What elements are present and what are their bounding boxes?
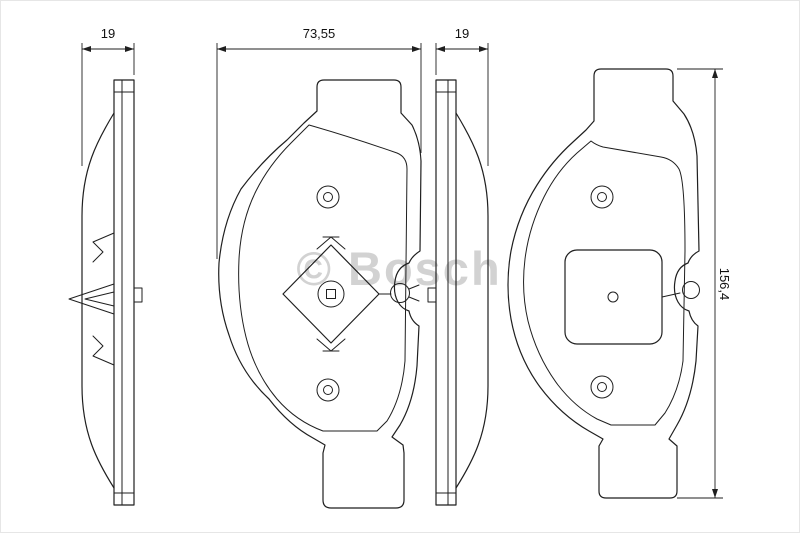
arrowhead-left: [217, 46, 226, 52]
dimension-label-pad-height: 156,4: [717, 268, 732, 301]
piston-contact-plate: [282, 244, 380, 344]
dimension-label-pad-width: 73,55: [303, 26, 336, 41]
center-bore: [317, 280, 345, 308]
guide-hole-top-inner: [323, 192, 333, 202]
dimension-label-left-thickness: 19: [101, 26, 115, 41]
backplate-contour: [218, 79, 422, 509]
dimension-pad-width: 73,55: [216, 26, 422, 259]
extension-lines: [216, 43, 422, 259]
pad-side-view-right: [427, 79, 489, 506]
friction-contour: [238, 124, 408, 432]
backing-plate-outline: [113, 79, 135, 506]
wear-sensor-boss: [133, 287, 143, 303]
bosch-watermark: © Bosch: [296, 242, 501, 295]
retaining-spring-lower: [92, 335, 115, 366]
arrowhead-right: [479, 46, 488, 52]
guide-hole-bottom: [316, 378, 340, 402]
pad-front-view-right: [507, 68, 700, 499]
arrowhead-top: [712, 69, 718, 78]
wear-indicator-hook: [378, 283, 420, 303]
retaining-spring-upper: [92, 232, 115, 263]
damping-shim-plate: [564, 249, 663, 345]
wear-indicator-hook: [661, 281, 700, 299]
guide-hole-bottom: [590, 375, 614, 399]
retaining-spring-wedge-inner: [84, 291, 115, 307]
arrowhead-bottom: [712, 489, 718, 498]
extension-lines: [81, 43, 135, 166]
dimension-label-right-thickness: 19: [455, 26, 469, 41]
arrowhead-left: [436, 46, 445, 52]
friction-material-profile: [455, 112, 489, 489]
wear-indicator-arms: [378, 284, 420, 302]
rivet-hole: [607, 291, 619, 303]
backplate-contour: [507, 68, 700, 499]
center-square-hole: [326, 289, 336, 299]
wear-indicator-eye: [682, 281, 700, 299]
dimension-pad-height: 156,4: [677, 68, 732, 499]
dimension-left-thickness: 19: [81, 26, 135, 166]
extension-lines: [435, 43, 489, 166]
spring-clip-top: [316, 236, 346, 250]
retaining-spring-wedge: [68, 283, 115, 315]
arrowhead-left: [82, 46, 91, 52]
friction-contour: [523, 140, 686, 426]
guide-hole-top-inner: [597, 192, 607, 202]
guide-hole-bottom-inner: [597, 382, 607, 392]
arrowhead-right: [125, 46, 134, 52]
wear-indicator-arm: [661, 292, 681, 298]
wear-sensor-boss: [427, 287, 437, 303]
friction-material-profile: [81, 112, 115, 489]
backing-plate-outline: [435, 79, 457, 506]
arrowhead-right: [412, 46, 421, 52]
extension-lines: [677, 68, 723, 499]
wear-indicator-eye: [390, 283, 410, 303]
guide-hole-bottom-inner: [323, 385, 333, 395]
dimension-right-thickness: 19: [435, 26, 489, 166]
guide-hole-top: [590, 185, 614, 209]
pad-front-view-left: [218, 79, 422, 509]
guide-hole-top: [316, 185, 340, 209]
pad-side-view-left: [68, 79, 143, 506]
spring-clip-bottom: [316, 338, 346, 352]
